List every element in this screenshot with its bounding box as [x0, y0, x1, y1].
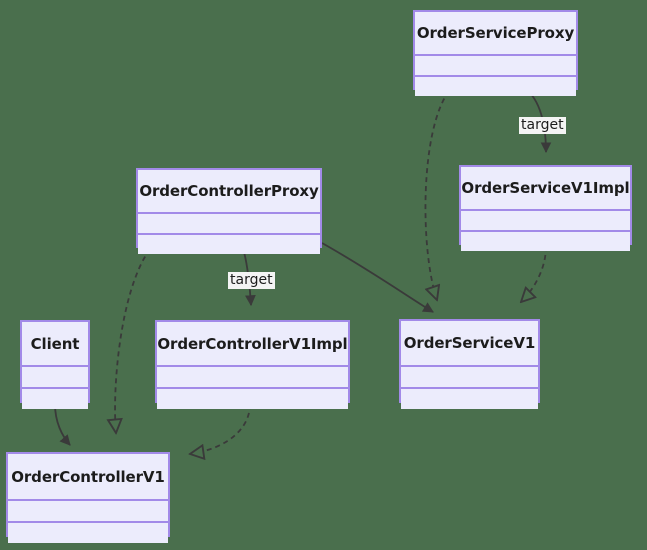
edge-controller-proxy-service [321, 242, 434, 313]
attributes-compartment [415, 54, 576, 75]
edge-client-controller [54, 403, 71, 446]
edge-service-impl-realize [521, 245, 547, 302]
class-name-label: OrderServiceProxy [416, 24, 575, 42]
methods-compartment [8, 521, 168, 543]
methods-compartment [138, 233, 320, 254]
class-name-label: Client [30, 334, 80, 353]
class-name-label: OrderServiceV1Impl [461, 179, 630, 197]
methods-compartment [157, 387, 348, 409]
class-name-label: OrderServiceV1 [403, 334, 536, 352]
uml-class-order-service-v1[interactable]: OrderServiceV1 [399, 319, 540, 409]
uml-class-order-controller-proxy[interactable]: OrderControllerProxy [136, 168, 322, 254]
uml-class-order-controller-v1-impl[interactable]: OrderControllerV1Impl [155, 320, 350, 409]
class-name-label: OrderControllerV1 [11, 467, 165, 486]
class-name-label: OrderControllerV1Impl [157, 334, 348, 353]
attributes-compartment [8, 499, 168, 521]
uml-class-order-controller-v1[interactable]: OrderControllerV1 [6, 452, 170, 543]
attributes-compartment [157, 365, 348, 387]
methods-compartment [461, 230, 630, 251]
uml-class-order-service-v1-impl[interactable]: OrderServiceV1Impl [459, 165, 632, 251]
edge-controller-proxy-realize [115, 248, 151, 433]
edge-label-proxy-service-target: target [519, 117, 566, 134]
edge-label-controller-proxy-target: target [228, 272, 275, 289]
methods-compartment [401, 387, 538, 409]
edge-proxy-service-realize [425, 90, 450, 300]
attributes-compartment [22, 365, 88, 387]
uml-class-order-service-proxy[interactable]: OrderServiceProxy [413, 10, 578, 96]
attributes-compartment [461, 209, 630, 230]
methods-compartment [415, 75, 576, 96]
attributes-compartment [401, 365, 538, 387]
methods-compartment [22, 387, 88, 409]
class-name-label: OrderControllerProxy [139, 182, 319, 200]
attributes-compartment [138, 212, 320, 233]
edge-controller-impl-realize [190, 403, 251, 454]
uml-class-client[interactable]: Client [20, 320, 90, 409]
